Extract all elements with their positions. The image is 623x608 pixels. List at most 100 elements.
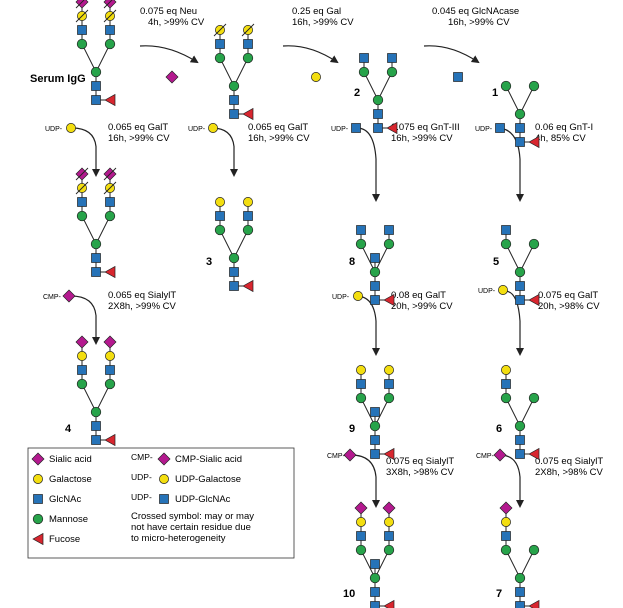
glcnac-symbol bbox=[77, 25, 87, 35]
legend-label-glcnac: GlcNAc bbox=[49, 494, 81, 505]
mannose-symbol bbox=[90, 66, 102, 78]
galactose-symbol bbox=[311, 72, 321, 82]
mannose-symbol bbox=[355, 544, 367, 556]
galactose-symbol bbox=[356, 365, 366, 375]
legend-note-line-3: to micro-heterogeneity bbox=[131, 533, 226, 544]
rxn-gal-line2: 16h, >99% CV bbox=[292, 17, 354, 28]
galactose-symbol bbox=[159, 474, 169, 484]
donor-prefix-galt-c: UDP- bbox=[332, 294, 350, 301]
compound-label-4: 4 bbox=[65, 423, 72, 435]
mannose-symbol bbox=[514, 108, 526, 120]
mannose-symbol bbox=[355, 238, 367, 250]
glycosidic-bond bbox=[233, 229, 249, 259]
donor-prefix-gnti: UDP- bbox=[475, 126, 493, 133]
legend-label-mannose: Mannose bbox=[49, 514, 88, 525]
glycosidic-bond bbox=[519, 549, 535, 579]
galactose-symbol bbox=[33, 474, 43, 484]
glcnac-symbol bbox=[356, 225, 366, 235]
glycan-3 bbox=[214, 197, 254, 293]
glcnac-symbol bbox=[91, 95, 101, 105]
loose-symbols bbox=[31, 70, 508, 546]
mannose-symbol bbox=[355, 392, 367, 404]
serum-igg-label: Serum IgG bbox=[30, 73, 86, 85]
mannose-symbol bbox=[228, 80, 240, 92]
arrow-sialyt-c bbox=[499, 454, 524, 508]
mannose-symbol bbox=[528, 238, 540, 250]
sialic-acid-symbol bbox=[31, 452, 45, 466]
glcnac-symbol bbox=[243, 211, 253, 221]
mannose-symbol bbox=[383, 392, 395, 404]
mannose-symbol bbox=[528, 392, 540, 404]
cross-mark bbox=[75, 9, 89, 23]
glcnac-symbol bbox=[501, 225, 511, 235]
mannose-symbol bbox=[76, 38, 88, 50]
sialic-acid-symbol bbox=[165, 70, 179, 84]
glcnac-symbol bbox=[370, 587, 380, 597]
mannose-symbol bbox=[500, 392, 512, 404]
compound-label-9: 9 bbox=[349, 423, 355, 435]
fucose-symbol bbox=[386, 121, 398, 135]
glcnac-symbol bbox=[215, 39, 225, 49]
sialic-acid-symbol bbox=[75, 335, 89, 349]
fucose-symbol bbox=[242, 107, 254, 121]
sialic-acid-symbol bbox=[499, 501, 513, 515]
glycan-serum-igg bbox=[75, 0, 117, 107]
glcnac-symbol bbox=[370, 295, 380, 305]
glcnac-symbol bbox=[229, 109, 239, 119]
mannose-symbol bbox=[104, 378, 116, 390]
rxn-gal-line1: 0.25 eq Gal bbox=[292, 6, 341, 17]
mannose-symbol bbox=[76, 378, 88, 390]
mannose-symbol bbox=[500, 80, 512, 92]
mannose-symbol bbox=[32, 513, 44, 525]
legend-donor-prefix-udp-gal: UDP- bbox=[131, 472, 152, 482]
glycan-2 bbox=[358, 53, 398, 135]
galactose-symbol bbox=[501, 517, 511, 527]
donor-prefix-galt-a: UDP- bbox=[45, 126, 63, 133]
mannose-symbol bbox=[500, 544, 512, 556]
rxn-galt-a-line1: 0.065 eq GalT bbox=[108, 122, 168, 133]
glcnac-symbol bbox=[501, 531, 511, 541]
glcnac-symbol bbox=[91, 421, 101, 431]
glycosidic-bond bbox=[219, 229, 235, 259]
donor-prefix-sialyt-a: CMP- bbox=[43, 294, 62, 301]
fucose-symbol bbox=[104, 93, 116, 107]
glcnac-symbol bbox=[384, 379, 394, 389]
fucose-symbol bbox=[32, 532, 44, 546]
mannose-symbol bbox=[90, 406, 102, 418]
fucose-symbol bbox=[528, 135, 540, 149]
galactose-symbol bbox=[208, 123, 218, 133]
mannose-symbol bbox=[386, 66, 398, 78]
reaction-arrows bbox=[70, 45, 524, 508]
glcnac-symbol bbox=[370, 601, 380, 608]
rxn-sialyt-b-line2: 3X8h, >98% CV bbox=[386, 467, 455, 478]
glcnac-symbol bbox=[370, 449, 380, 459]
arrow-gntiii bbox=[356, 127, 380, 202]
compound-label-10: 10 bbox=[343, 588, 355, 600]
glycosidic-bond bbox=[95, 383, 111, 413]
mannose-symbol bbox=[214, 52, 226, 64]
glcnac-symbol bbox=[91, 81, 101, 91]
glcnac-symbol bbox=[370, 281, 380, 291]
glycosidic-bond bbox=[360, 243, 376, 273]
glycan-8 bbox=[355, 225, 395, 307]
legend-box bbox=[27, 447, 295, 559]
donor-prefix-galt-b: UDP- bbox=[188, 126, 206, 133]
arrow-sialyt-b bbox=[350, 454, 380, 508]
reaction-conditions: 0.075 eq Neu 4h, >99% CV 0.25 eq Gal 16h… bbox=[108, 6, 604, 478]
glcnac-symbol bbox=[351, 123, 361, 133]
glycosidic-bond bbox=[363, 71, 379, 101]
glcnac-symbol bbox=[515, 123, 525, 133]
glycan-6 bbox=[500, 365, 540, 461]
cross-mark bbox=[75, 0, 85, 9]
glcnac-symbol bbox=[515, 281, 525, 291]
cross-mark bbox=[75, 181, 89, 195]
glcnac-symbol bbox=[501, 379, 511, 389]
glcnac-symbol bbox=[384, 225, 394, 235]
rxn-gnti-line2: 4h, 85% CV bbox=[535, 133, 586, 144]
glcnac-symbol bbox=[515, 587, 525, 597]
mannose-symbol bbox=[369, 420, 381, 432]
glcnac-symbol bbox=[373, 123, 383, 133]
arrow-neu bbox=[139, 45, 199, 64]
sialic-acid-symbol bbox=[62, 289, 76, 303]
cross-mark bbox=[103, 0, 113, 9]
